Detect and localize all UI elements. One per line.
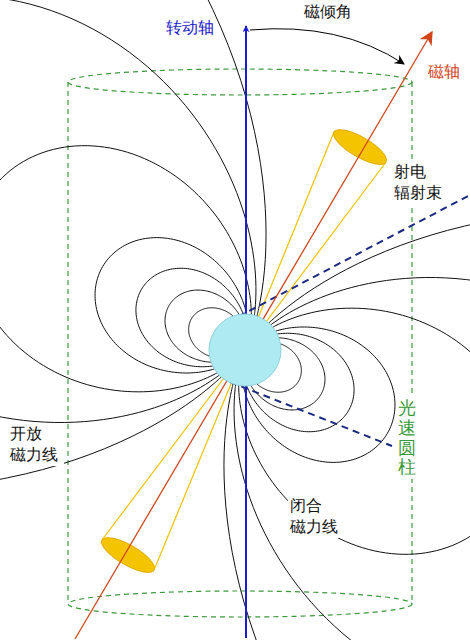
- field-line: [239, 385, 470, 554]
- field-line: [204, 0, 266, 316]
- field-line: [0, 297, 217, 392]
- cylinder-label: 光速圆柱: [398, 396, 416, 479]
- field-line: [269, 222, 470, 323]
- field-line: [271, 277, 470, 324]
- light-cylinder: [68, 69, 412, 617]
- field-line: [273, 308, 470, 369]
- field-line: [0, 377, 221, 481]
- field-label: 闭合 磁力线: [288, 496, 344, 538]
- beam-label: 射电 辐射束: [392, 162, 448, 204]
- axis-label: 转动轴: [164, 18, 216, 39]
- inclination-arrow: [250, 29, 404, 64]
- field-line: [234, 385, 369, 640]
- field-line: [0, 146, 251, 315]
- axis-label: 磁轴: [426, 62, 462, 83]
- field-label: 开放 磁力线: [8, 424, 64, 466]
- neutron-star: [209, 314, 281, 386]
- field-line: [0, 0, 256, 315]
- field-line: [0, 375, 219, 422]
- radio-beam: [97, 123, 391, 578]
- field-line: [224, 384, 262, 640]
- magnetic-axis: [75, 32, 432, 639]
- angle-label: 磁倾角: [302, 2, 354, 23]
